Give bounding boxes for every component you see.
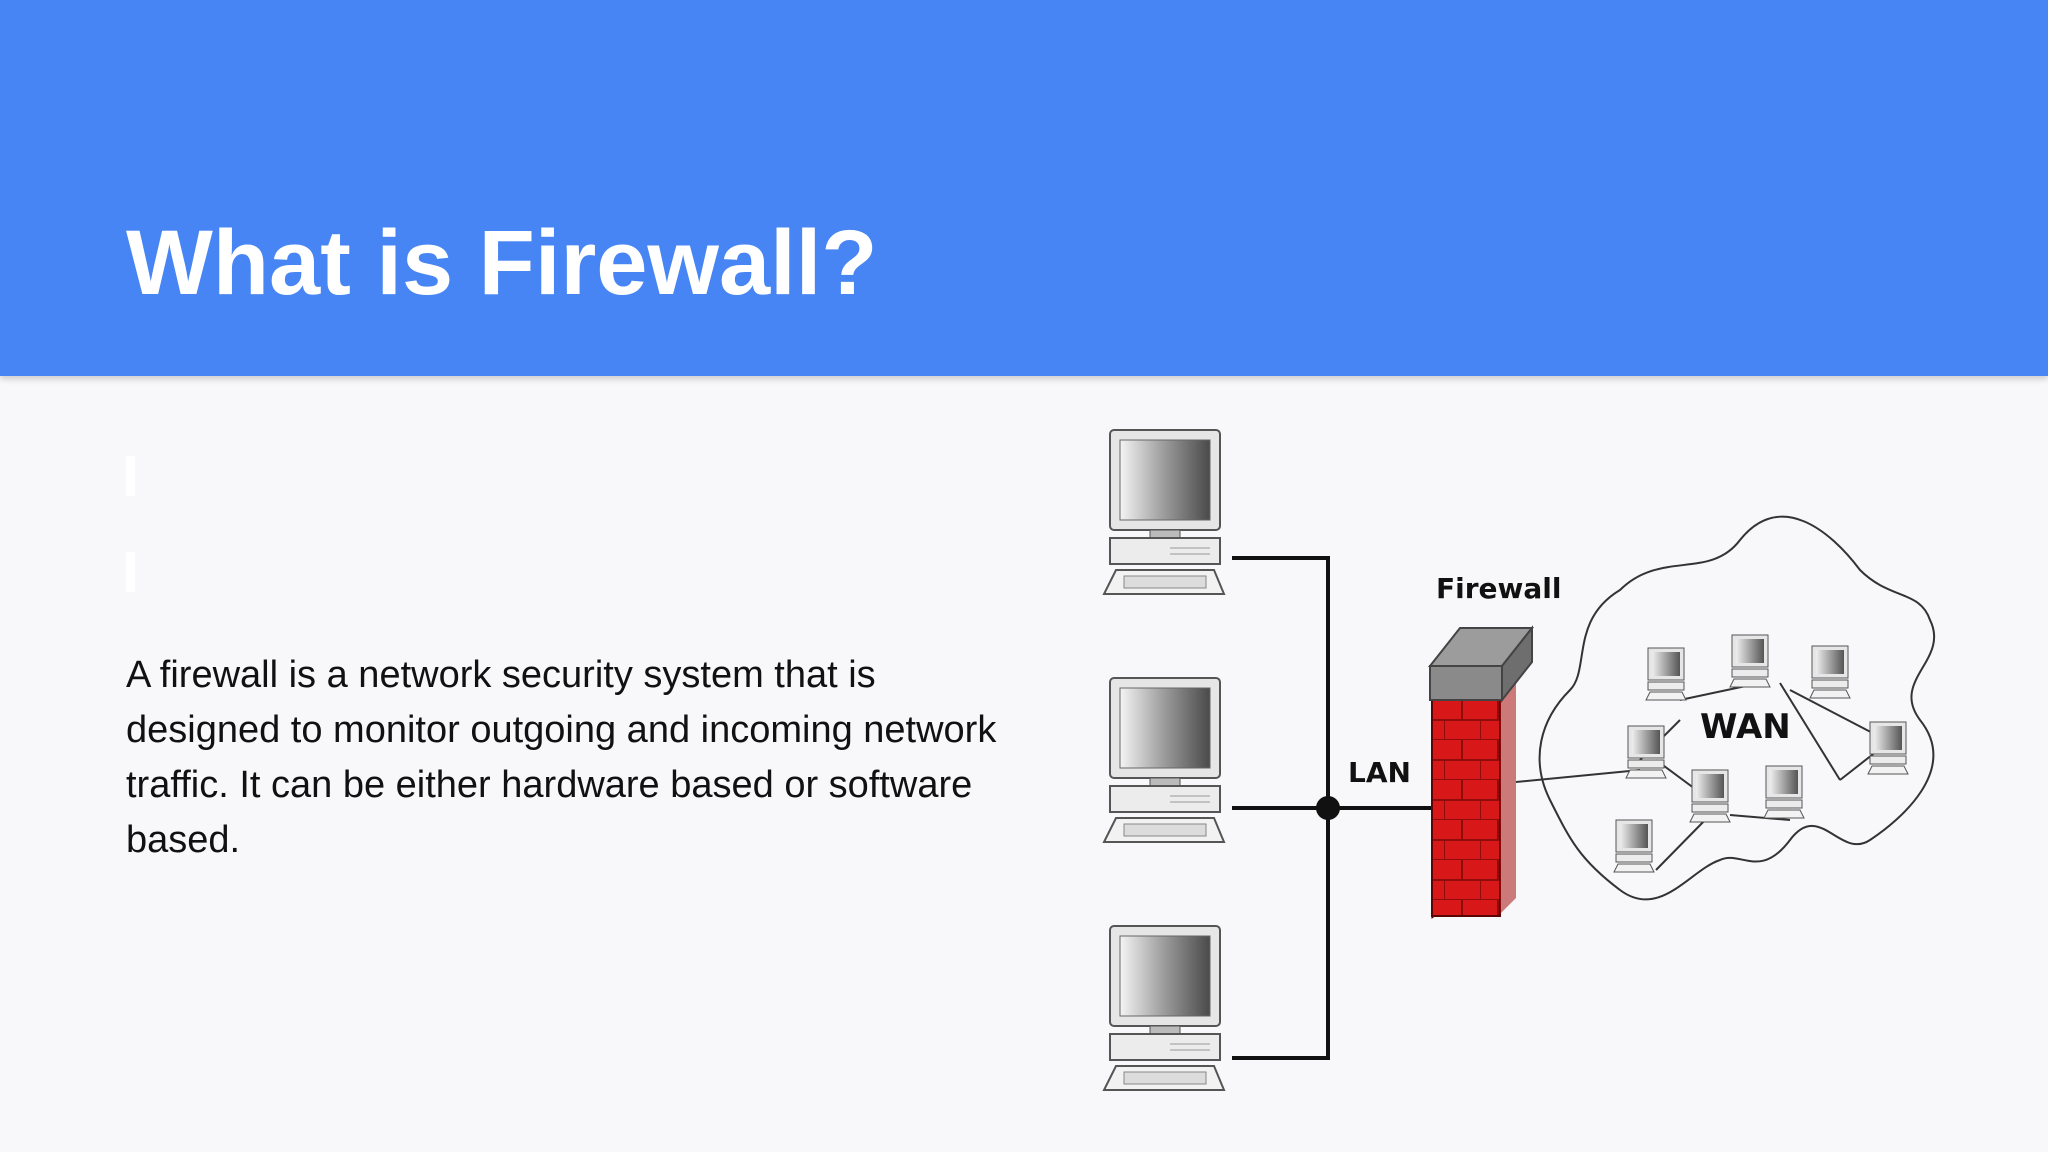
blank-bullet-marker <box>126 456 135 496</box>
wan-label: WAN <box>1700 707 1791 747</box>
wan-computer-icon <box>1867 721 1909 775</box>
wan-computer-icon <box>1729 634 1771 688</box>
wan-computer-icon <box>1689 769 1731 823</box>
computer-icon <box>1102 677 1226 843</box>
wan-cloud-outline <box>1538 515 1936 901</box>
wan-computer-icon <box>1763 765 1805 819</box>
computer-icon <box>1102 925 1226 1091</box>
firewall-label: Firewall <box>1436 572 1561 605</box>
wan-computer-icon <box>1645 647 1687 701</box>
lan-label: LAN <box>1348 756 1411 789</box>
wan-link <box>1515 769 1641 783</box>
blank-bullet-marker <box>126 552 135 592</box>
slide-header: What is Firewall? <box>0 0 2048 376</box>
wan-computer-icon <box>1809 645 1851 699</box>
network-diagram: LAN Firewall <box>1102 429 1936 1091</box>
firewall-wall-icon <box>1427 625 1535 919</box>
computer-icon <box>1102 429 1226 595</box>
wan-computer-icon <box>1625 725 1667 779</box>
slide-title: What is Firewall? <box>126 212 878 314</box>
slide-body-text: A firewall is a network security system … <box>126 654 997 861</box>
lan-wiring <box>1232 556 1450 1060</box>
wan-computer-icon <box>1613 819 1655 873</box>
